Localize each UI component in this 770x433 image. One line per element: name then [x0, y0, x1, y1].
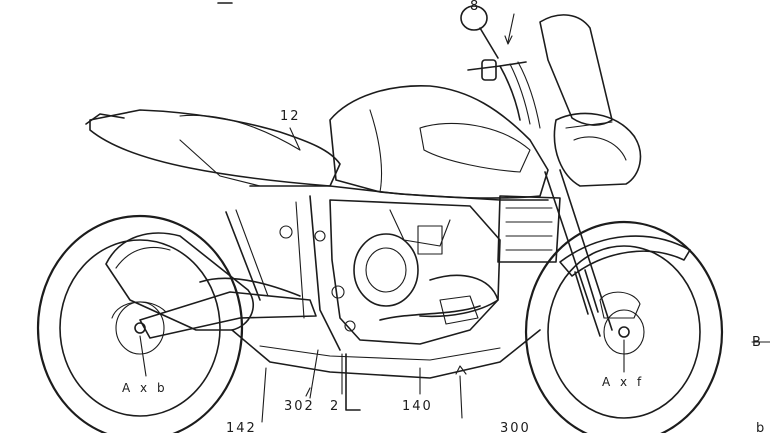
- clutch-cover-inner: [365, 247, 407, 293]
- brake-line-2: [509, 63, 531, 125]
- engine: [329, 199, 501, 345]
- clutch-cover: [353, 233, 419, 307]
- frame-bolt-4: [344, 320, 356, 332]
- rear-shock: [225, 211, 261, 301]
- grip: [481, 59, 497, 81]
- exhaust-header-2: [379, 305, 481, 321]
- frame-upper: [249, 185, 549, 201]
- seat-leader: [289, 127, 301, 151]
- mirror-head: [460, 5, 488, 31]
- muffler-body: [105, 232, 254, 331]
- tank-seam: [369, 109, 383, 193]
- footrest-302: [309, 349, 319, 399]
- cylinder-head: [389, 209, 451, 247]
- belly-pan-lower: [231, 329, 541, 379]
- handlebar-bar: [467, 61, 527, 71]
- leader-300: [459, 375, 463, 419]
- rear-axle-bolt: [134, 322, 146, 334]
- label-axf: A x f: [602, 375, 644, 389]
- throttle-body: [417, 225, 443, 255]
- seat-tail: [85, 109, 341, 187]
- swingarm: [139, 209, 317, 339]
- front-caliper: [599, 291, 641, 319]
- front-wheel: [524, 220, 724, 433]
- frame-bolt-2: [314, 230, 326, 242]
- exhaust: [105, 232, 301, 331]
- frame-bolt-1: [279, 225, 293, 239]
- brake-line-1: [499, 65, 521, 121]
- muffler-end: [115, 246, 171, 269]
- front-rim: [547, 245, 701, 419]
- seat-outline: [89, 109, 341, 187]
- leader-302: [305, 387, 311, 397]
- mirror-leader-line: [507, 13, 515, 43]
- frame-downtube-rear: [309, 195, 341, 351]
- label-12: 12: [280, 109, 301, 124]
- leader-axb: [139, 335, 147, 377]
- fork-tube-front: [559, 169, 613, 331]
- swingarm-body: [139, 291, 317, 339]
- radiator-fins: [505, 207, 553, 251]
- rear-hub: [115, 301, 165, 355]
- front-tire-outer: [524, 220, 724, 433]
- windscreen: [539, 14, 613, 126]
- kickstand: [345, 353, 361, 411]
- label-302: 302: [284, 399, 315, 414]
- sensor-block: [439, 295, 479, 325]
- leader-300-arrow: [455, 365, 467, 375]
- label-140: 140: [402, 399, 433, 414]
- rear-rim: [59, 239, 221, 417]
- radiator: [497, 195, 561, 263]
- seat-contour: [179, 114, 301, 151]
- subframe-line: [179, 139, 261, 187]
- mirror-stem: [479, 27, 499, 59]
- belly-pan-upper: [259, 345, 501, 361]
- handlebar: [467, 59, 541, 129]
- tail-tip: [85, 113, 125, 125]
- radiator-body: [497, 195, 561, 263]
- label-section-b-lower: b: [756, 421, 766, 433]
- leader-142: [261, 367, 267, 423]
- mirror: [460, 5, 515, 59]
- cowl-edge: [565, 121, 613, 129]
- tank-side-panel: [419, 122, 531, 173]
- brake-line-3: [517, 61, 541, 129]
- engine-block: [329, 199, 501, 345]
- muffler-link: [199, 277, 301, 297]
- leader-lines: [139, 335, 770, 423]
- frame-downtube-rear-inner: [295, 201, 305, 319]
- frame: [249, 185, 549, 351]
- belly-pan: [231, 329, 541, 411]
- label-2: 2: [330, 399, 340, 414]
- label-300: 300: [500, 421, 531, 433]
- label-section-b: B: [752, 335, 763, 350]
- front-axle-bolt: [618, 326, 630, 338]
- label-142: 142: [226, 421, 257, 433]
- fork-slider: [574, 269, 599, 315]
- headlight-line: [573, 136, 627, 161]
- mirror-leader-arrow: [504, 35, 513, 45]
- frame-bolt-3: [331, 285, 345, 299]
- front-fender: [559, 235, 691, 277]
- exhaust-header-1: [419, 274, 499, 318]
- label-8: 8: [470, 0, 480, 14]
- rear-tire-outer: [36, 214, 244, 433]
- headlight-cowl: [553, 112, 642, 187]
- label-axb: A x b: [122, 381, 168, 395]
- front-fairing: [539, 14, 642, 187]
- rear-shock-inner: [235, 209, 269, 297]
